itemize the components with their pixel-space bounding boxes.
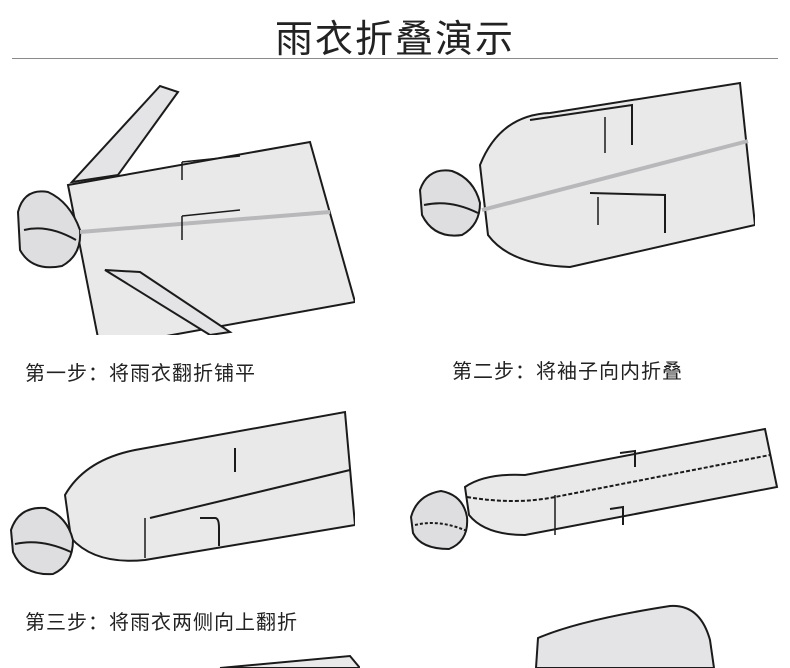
raincoat-sleeves-folded-image xyxy=(418,81,755,269)
raincoat-folded-narrow-image xyxy=(409,427,779,551)
step-6-image-partial xyxy=(534,604,716,668)
raincoat-flat-image xyxy=(16,84,355,335)
title-divider xyxy=(12,58,778,59)
raincoat-sides-folded-image xyxy=(9,410,355,576)
step-2-caption: 第二步：将袖子向内折叠 xyxy=(452,359,683,383)
step-3-caption: 第三步：将雨衣两侧向上翻折 xyxy=(25,610,298,634)
page-title: 雨衣折叠演示 xyxy=(274,17,515,61)
step-5-image-partial xyxy=(219,654,360,668)
step-1-caption: 第一步：将雨衣翻折铺平 xyxy=(25,361,256,385)
